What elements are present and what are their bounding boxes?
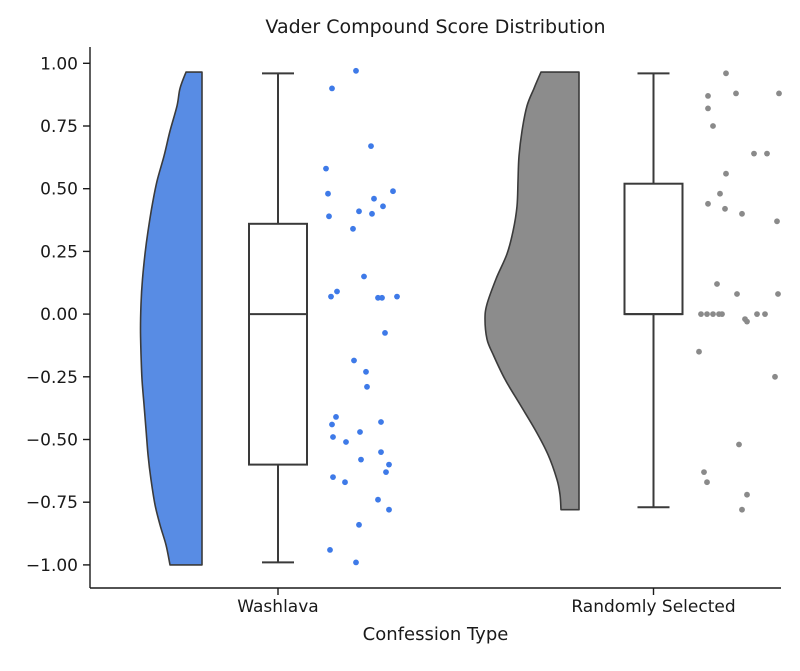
- scatter-point: [350, 225, 356, 232]
- chart-title: Vader Compound Score Distribution: [265, 16, 605, 38]
- scatter-point: [379, 294, 385, 301]
- scatter-point: [356, 208, 362, 215]
- box-randomly-selected-iqr: [623, 182, 684, 316]
- violin-randomly-selected: [484, 71, 580, 511]
- scatter-point: [323, 165, 329, 172]
- scatter-point: [378, 419, 384, 425]
- scatter-point: [764, 150, 770, 157]
- points-washlava: [323, 67, 400, 566]
- scatter-point: [356, 521, 362, 528]
- box-washlava-iqr: [248, 222, 308, 466]
- scatter-point: [733, 90, 739, 97]
- scatter-point: [329, 421, 335, 428]
- scatter-point: [723, 170, 729, 177]
- scatter-point: [343, 439, 349, 445]
- scatter-point: [698, 311, 704, 317]
- scatter-point: [739, 210, 745, 217]
- scatter-point: [329, 85, 335, 92]
- scatter-point: [375, 496, 381, 503]
- scatter-point: [382, 330, 388, 336]
- scatter-point: [390, 188, 396, 195]
- scatter-point: [772, 373, 778, 380]
- scatter-point: [363, 368, 369, 375]
- scatter-point: [364, 383, 370, 390]
- scatter-point: [386, 506, 392, 513]
- scatter-point: [744, 318, 750, 325]
- x-tick-label-washlava: Washlava: [237, 597, 318, 617]
- scatter-point: [327, 547, 333, 553]
- scatter-point: [325, 190, 331, 197]
- scatter-point: [723, 70, 729, 77]
- scatter-point: [719, 311, 725, 317]
- scatter-point: [710, 311, 716, 317]
- plot-area: 1.00 0.75 0.50 0.25 0.00 −0.25 −0.50 −0.75 −1.00…: [26, 47, 782, 617]
- scatter-point: [775, 291, 781, 297]
- y-tick-label: 1.00: [40, 54, 78, 74]
- scatter-point: [701, 469, 707, 475]
- scatter-point: [754, 311, 760, 317]
- scatter-point: [351, 357, 357, 364]
- scatter-point: [357, 429, 363, 435]
- scatter-point: [353, 559, 359, 566]
- scatter-point: [714, 281, 720, 287]
- x-tick-label-randomly-selected: Randomly Selected: [571, 597, 735, 617]
- scatter-point: [334, 288, 340, 295]
- scatter-point: [368, 143, 374, 150]
- scatter-point: [394, 293, 400, 300]
- scatter-point: [722, 205, 728, 212]
- y-tick-label: −0.50: [26, 431, 78, 451]
- scatter-point: [333, 414, 339, 420]
- scatter-point: [751, 150, 757, 157]
- scatter-point: [326, 213, 332, 220]
- y-tick-label: 0.00: [40, 305, 78, 325]
- scatter-point: [353, 67, 359, 74]
- scatter-point: [378, 449, 384, 455]
- scatter-point: [375, 294, 381, 301]
- scatter-point: [358, 456, 364, 463]
- scatter-point: [705, 200, 711, 207]
- scatter-point: [383, 469, 389, 475]
- scatter-point: [330, 474, 336, 480]
- scatter-point: [705, 93, 711, 99]
- scatter-point: [330, 434, 336, 440]
- scatter-point: [774, 218, 780, 225]
- scatter-point: [361, 273, 367, 280]
- y-tick-label: 0.75: [40, 117, 78, 137]
- scatter-point: [371, 195, 377, 202]
- scatter-point: [386, 461, 392, 468]
- scatter-point: [744, 491, 750, 498]
- violin-washlava: [139, 71, 203, 566]
- scatter-point: [380, 203, 386, 210]
- scatter-point: [342, 479, 348, 486]
- scatter-point: [328, 293, 334, 300]
- scatter-point: [762, 311, 768, 317]
- scatter-point: [696, 348, 702, 355]
- y-tick-label: −0.25: [26, 368, 78, 388]
- scatter-point: [717, 190, 723, 197]
- scatter-point: [705, 105, 711, 112]
- points-randomly-selected: [696, 70, 782, 513]
- x-axis-label: Confession Type: [363, 624, 509, 645]
- scatter-point: [369, 210, 375, 217]
- y-tick-label: −0.75: [26, 493, 78, 513]
- scatter-point: [736, 441, 742, 448]
- scatter-point: [710, 123, 716, 129]
- y-tick-label: 0.50: [40, 180, 78, 200]
- scatter-point: [704, 479, 710, 486]
- scatter-point: [704, 311, 710, 317]
- y-tick-label: 0.25: [40, 242, 78, 262]
- scatter-point: [739, 506, 745, 513]
- y-tick-label: −1.00: [26, 556, 78, 576]
- scatter-point: [734, 291, 740, 297]
- scatter-point: [776, 90, 782, 97]
